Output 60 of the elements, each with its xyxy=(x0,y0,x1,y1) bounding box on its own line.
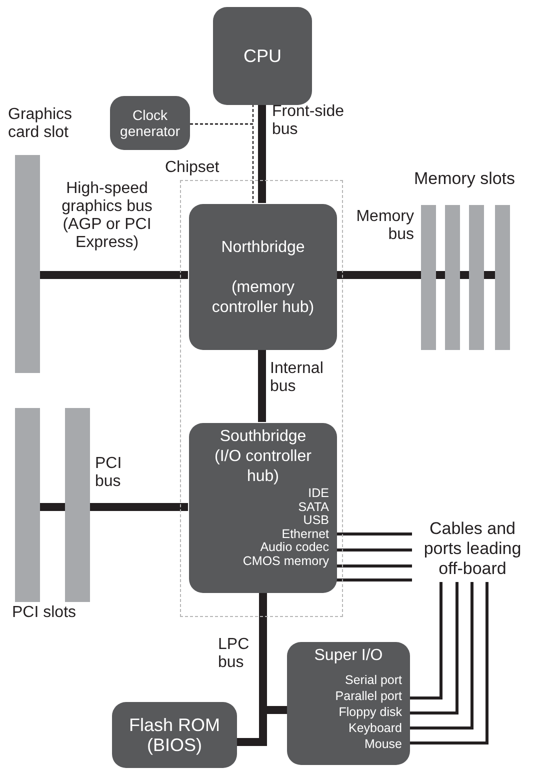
slot-bar xyxy=(15,408,40,602)
chip-detail: Mouse xyxy=(363,736,402,752)
chip-detail: USB xyxy=(302,514,329,528)
cable-line xyxy=(410,582,474,730)
slot-label: PCI slots xyxy=(12,604,78,622)
edge-label: PCI bus xyxy=(95,455,123,491)
chip-box xyxy=(189,204,337,350)
edge-label: Memory bus xyxy=(355,208,414,244)
chip-title: Super I/O xyxy=(313,646,384,666)
chip-title: Northbridge xyxy=(220,238,306,258)
slot-bar xyxy=(15,155,40,373)
bus-line xyxy=(336,271,421,279)
slot-label: Memory slots xyxy=(412,170,516,188)
cable-line xyxy=(410,582,488,744)
chip-detail: Audio codec xyxy=(259,541,329,554)
cable-line xyxy=(336,548,412,552)
edge-label: Front-side bus xyxy=(272,103,346,139)
chip-box xyxy=(112,702,237,768)
bus-line xyxy=(40,503,65,511)
clock-line xyxy=(190,123,254,203)
slot-bar xyxy=(445,205,460,350)
bus-line xyxy=(258,105,266,203)
chip-detail: Keyboard xyxy=(347,720,402,736)
chip-title: Southbridge (I/O controller hub) xyxy=(214,427,312,487)
chip-detail: SATA xyxy=(297,500,329,514)
chip-title: Flash ROM (BIOS) xyxy=(128,715,221,755)
chip-detail: Parallel port xyxy=(334,688,402,704)
slot-bar xyxy=(65,408,90,602)
chip-detail: CMOS memory xyxy=(242,554,329,568)
chip-title: Clock generator xyxy=(120,107,180,139)
annotation-text: Cables and ports leading off-board xyxy=(422,519,522,579)
chip-box xyxy=(287,642,410,765)
slot-bar xyxy=(421,205,436,350)
chip-detail: (memory controller hub) xyxy=(210,278,316,318)
chip-box xyxy=(110,96,190,150)
edge-label: High-speed graphics bus (AGP or PCI Express) xyxy=(60,180,154,252)
edge-label: LPC bus xyxy=(218,636,250,672)
bus-line xyxy=(40,271,188,279)
bus-line xyxy=(258,349,266,422)
cable-line xyxy=(410,582,458,714)
chip-box xyxy=(213,7,312,105)
chip-detail: Serial port xyxy=(344,672,402,688)
chip-detail: Ethernet xyxy=(280,528,329,541)
chip-title: CPU xyxy=(243,46,282,66)
slot-bar xyxy=(495,205,510,350)
chip-box xyxy=(189,423,337,593)
bus-line xyxy=(436,271,445,279)
bus-line xyxy=(484,271,495,279)
cable-line xyxy=(336,564,412,568)
cable-line xyxy=(336,532,412,536)
chip-detail: Floppy disk xyxy=(338,704,402,720)
edge-label: Internal bus xyxy=(270,360,324,396)
bus-line xyxy=(460,271,469,279)
cable-line xyxy=(410,582,442,700)
bus-line xyxy=(90,503,188,511)
group-heading: Chipset xyxy=(165,159,220,177)
slot-bar xyxy=(469,205,484,350)
cable-line xyxy=(336,578,412,582)
chip-detail: IDE xyxy=(307,487,329,500)
slot-label: Graphics card slot xyxy=(8,106,74,142)
